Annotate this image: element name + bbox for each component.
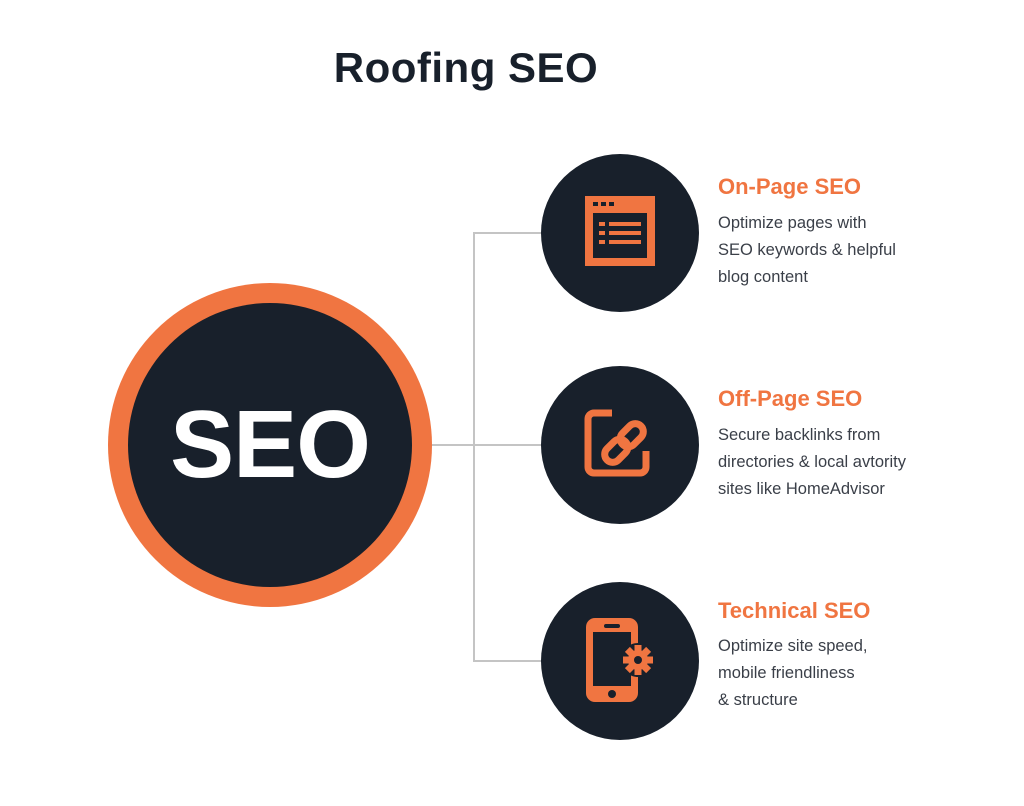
- seo-hub-label: SEO: [170, 391, 371, 498]
- on-page-node: [541, 154, 699, 312]
- off-page-node: [541, 366, 699, 524]
- seo-hub-inner: SEO: [128, 303, 412, 587]
- page-title: Roofing SEO: [333, 44, 599, 91]
- browser-list-icon: [582, 193, 658, 274]
- on-page-title: On-Page SEO: [718, 174, 862, 199]
- technical-node: [541, 582, 699, 740]
- link-chain-icon: [580, 403, 660, 488]
- seo-hub-circle: SEO: [108, 283, 432, 607]
- connector-vertical: [473, 232, 475, 662]
- mobile-gear-icon: [580, 614, 660, 709]
- off-page-title: Off-Page SEO: [718, 386, 863, 411]
- connector-center: [432, 444, 542, 446]
- on-page-description: Optimize pages with SEO keywords & helpf…: [718, 214, 896, 286]
- technical-description: Optimize site speed, mobile friendliness…: [718, 637, 868, 709]
- connector-top: [473, 232, 543, 234]
- off-page-description: Secure backlinks from directories & loca…: [718, 426, 906, 498]
- connector-bottom: [473, 660, 543, 662]
- technical-title: Technical SEO: [718, 598, 871, 623]
